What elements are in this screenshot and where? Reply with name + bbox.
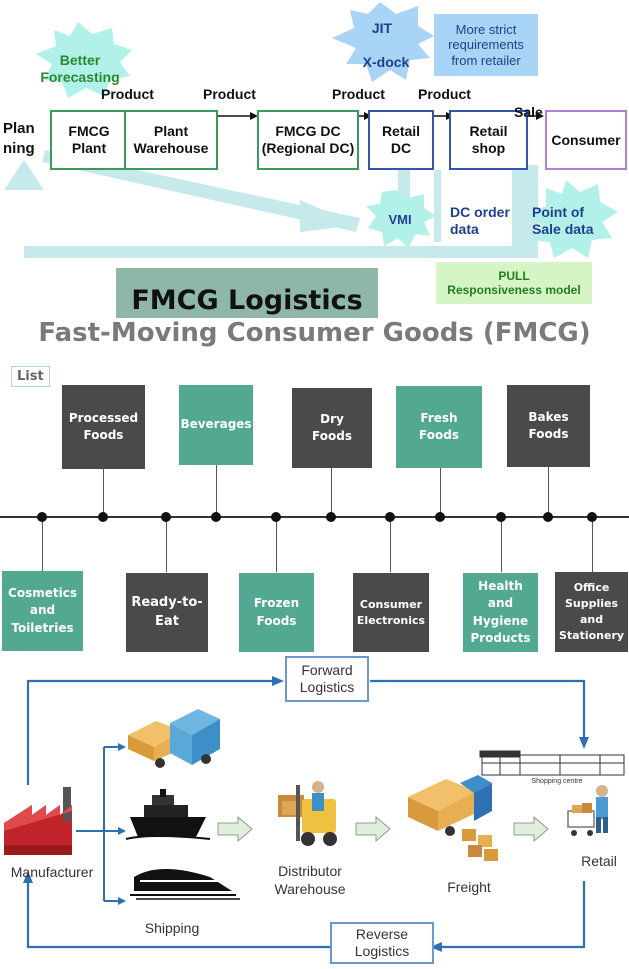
category-consumer-electronics: Consumer Electronics: [353, 573, 429, 652]
timeline-stem: [331, 468, 332, 516]
process-arrow: [217, 815, 253, 843]
timeline-dot: [587, 512, 597, 522]
logistics-flow-diagram: [4, 676, 625, 952]
xdock-text: X-dock: [362, 54, 410, 70]
page-title: FMCG Logistics: [131, 285, 363, 316]
pos-data-text: Point of Sale data: [532, 204, 594, 237]
retailer-requirements-note: More strict requirements from retailer: [434, 14, 538, 76]
consumer-node: Consumer: [545, 110, 627, 170]
shopping-centre-label: Shopping centre: [531, 778, 583, 785]
category-dry-foods: Dry Foods: [292, 388, 372, 468]
dc-order-data-text: DC order data: [450, 204, 510, 237]
manufacturer-label: Manufacturer: [10, 864, 94, 880]
page-subtitle: Fast-Moving Consumer Goods (FMCG): [38, 318, 591, 348]
better-forecasting-burst: [36, 22, 132, 98]
freight-label: Freight: [447, 879, 491, 895]
timeline-dot: [326, 512, 336, 522]
jit-text: JIT: [371, 20, 393, 36]
timeline-dot: [435, 512, 445, 522]
timeline-stem: [216, 464, 217, 516]
reverse-logistics-box: Reverse Logistics: [330, 922, 434, 964]
cargo-ship-icon: [125, 789, 211, 840]
planning-label: Plan ning: [3, 120, 35, 158]
timeline-dot: [496, 512, 506, 522]
distributor-warehouse-label: Distributor Warehouse: [274, 863, 346, 897]
category-processed-foods: Processed Foods: [62, 385, 145, 469]
vmi-burst: [366, 190, 436, 248]
forward-arrowhead: [272, 676, 284, 686]
category-ready-to-eat: Ready-to- Eat: [126, 573, 208, 652]
plant-warehouse-node: Plant Warehouse: [124, 110, 218, 170]
timeline-dot: [271, 512, 281, 522]
forward-logistics-arrow: [26, 679, 586, 785]
retail-dc-node: Retail DC: [368, 110, 434, 170]
forward-arrowhead: [579, 737, 589, 749]
delivery-truck-icon: [128, 709, 220, 768]
factory-icon: [4, 787, 72, 855]
jit-xdock-burst: [332, 2, 434, 82]
forward-logistics-box: Forward Logistics: [285, 656, 369, 702]
timeline-stem: [166, 517, 167, 572]
reverse-arrowhead: [430, 942, 442, 952]
train-icon: [130, 869, 240, 900]
category-cosmetics-toiletries: Cosmetics and Toiletries: [2, 571, 83, 651]
timeline-stem: [440, 468, 441, 516]
product-label-2: Product: [203, 86, 256, 102]
supply-chain-diagram: [4, 2, 618, 258]
fmcg-plant-node: FMCG Plant: [50, 110, 128, 170]
shopping-centre-icon: [479, 750, 625, 776]
sale-label: Sale: [514, 104, 543, 120]
category-health-hygiene: Health and Hygiene Products: [463, 573, 538, 652]
timeline-dot: [211, 512, 221, 522]
forklift-icon: [278, 781, 337, 846]
reverse-arrowhead: [23, 871, 33, 883]
timeline-dot: [161, 512, 171, 522]
product-label-3: Product: [332, 86, 385, 102]
category-fresh-foods: Fresh Foods: [396, 386, 482, 468]
list-label: List: [11, 366, 50, 387]
freight-truck-icon: [408, 775, 498, 861]
timeline-axis: [0, 516, 629, 518]
information-feedback-arrows: [4, 150, 538, 258]
pos-data-burst: [528, 180, 618, 258]
timeline-stem: [548, 466, 549, 516]
reverse-logistics-arrow: [26, 881, 586, 949]
transport-branch-arrows: [76, 746, 118, 902]
category-office-supplies: Office Supplies and Stationery: [555, 572, 628, 652]
timeline-stem: [42, 517, 43, 572]
timeline-dot: [37, 512, 47, 522]
category-beverages: Beverages: [179, 385, 253, 465]
category-frozen-foods: Frozen Foods: [239, 573, 314, 652]
timeline-dot: [98, 512, 108, 522]
process-arrow: [513, 815, 549, 843]
timeline-dot: [543, 512, 553, 522]
timeline-stem: [103, 468, 104, 516]
product-label-4: Product: [418, 86, 471, 102]
vmi-text: VMI: [388, 212, 412, 227]
retail-shop-node: Retail shop: [449, 110, 528, 170]
shipping-label: Shipping: [144, 920, 200, 936]
retail-label: Retail: [581, 853, 617, 869]
timeline-dot: [385, 512, 395, 522]
timeline-stem: [276, 517, 277, 572]
fmcg-dc-node: FMCG DC (Regional DC): [257, 110, 359, 170]
timeline-stem: [501, 517, 502, 572]
timeline-stem: [390, 517, 391, 572]
product-label-1: Product: [101, 86, 154, 102]
title-banner: FMCG Logistics: [116, 268, 378, 318]
better-forecasting-text: Better Forecasting: [40, 52, 120, 85]
timeline-stem: [592, 517, 593, 572]
category-bakes-foods: Bakes Foods: [507, 385, 590, 467]
process-arrow: [355, 815, 391, 843]
pull-responsiveness-note: PULL Responsiveness model: [436, 262, 592, 304]
shopper-icon: [567, 785, 608, 836]
